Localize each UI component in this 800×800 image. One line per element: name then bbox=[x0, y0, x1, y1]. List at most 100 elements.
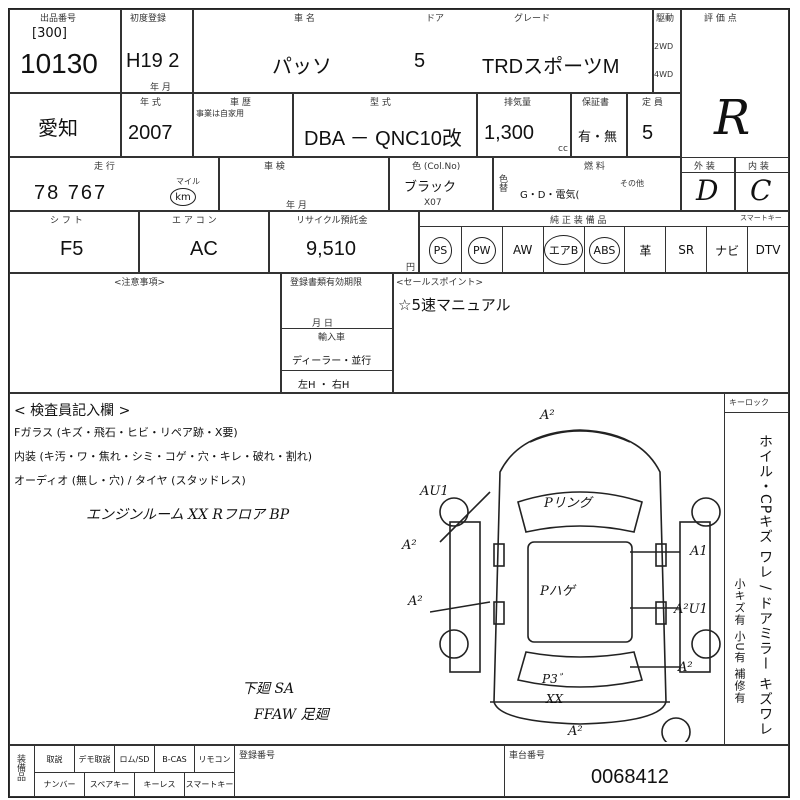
score-box: 評 価 点 R bbox=[681, 9, 789, 173]
equipment-item: 革 bbox=[624, 227, 665, 273]
smart-label: スマートキー bbox=[740, 214, 782, 222]
recycle: 9,510 bbox=[306, 238, 357, 260]
spare-wheel bbox=[661, 717, 691, 742]
model-year: 2007 bbox=[128, 122, 173, 144]
mileage-unit: km bbox=[170, 188, 196, 206]
footer-label: 装備品 bbox=[15, 754, 25, 781]
equipment-item: PW bbox=[460, 227, 502, 273]
sales-point: ☆5速マニュアル bbox=[398, 296, 511, 314]
int-label: 内 装 bbox=[748, 162, 769, 172]
right-mirror bbox=[655, 543, 667, 567]
capacity-label: 定 員 bbox=[642, 98, 663, 108]
footer-row-2: ナンバースペアキーキーレススマートキー bbox=[34, 772, 234, 796]
first-reg: H19 2 bbox=[126, 50, 180, 72]
mark-pring: Pリング bbox=[544, 496, 592, 511]
color-box: 色 (Col.No) ブラック X07 bbox=[389, 157, 493, 211]
equipment-item: AW bbox=[501, 227, 543, 273]
drive-box: 駆動 2WD 4WD bbox=[653, 9, 681, 93]
region-box: 愛知 bbox=[9, 93, 121, 157]
mileage-label: 走 行 bbox=[94, 162, 115, 172]
shift-label: シ フ ト bbox=[50, 216, 83, 226]
chassis-label: 車台番号 bbox=[509, 751, 546, 761]
footer-item: ナンバー bbox=[34, 772, 84, 796]
leader-a2-lowleft bbox=[430, 601, 491, 613]
equip-label: 純 正 装 備 品 bbox=[550, 216, 607, 226]
equipment-label: PW bbox=[468, 236, 496, 264]
equipment-item: DTV bbox=[747, 227, 788, 273]
footer-item: デモ取説 bbox=[74, 746, 114, 772]
interior-box: 内 装 C bbox=[735, 157, 789, 211]
year-box: 年 式 2007 bbox=[121, 93, 193, 157]
equipment-label: DTV bbox=[755, 243, 781, 257]
displacement: 1,300 bbox=[484, 122, 535, 144]
right-side bbox=[679, 521, 711, 673]
equipment-label: エアB bbox=[543, 235, 584, 265]
shaken-ym: 年 月 bbox=[286, 201, 307, 211]
hand-note-2: 下廻 SA bbox=[242, 681, 295, 697]
int-grade: C bbox=[750, 174, 772, 207]
expiry-ym: 月 日 bbox=[312, 319, 333, 329]
mark-p3: P3ﾞ bbox=[542, 672, 564, 686]
car-diagram bbox=[430, 429, 721, 742]
auction-sheet: 出品番号 [300] 10130 初度登録 H19 2 年 月 車 名 ドア グ… bbox=[8, 8, 790, 798]
grade-label: グレード bbox=[514, 14, 551, 24]
mark-a1-right: A1 bbox=[690, 544, 708, 559]
shaken-box: 車 検 年 月 bbox=[219, 157, 389, 211]
keylock: キーロック bbox=[729, 398, 769, 407]
fuel-label: 燃 料 bbox=[584, 162, 605, 172]
lot-label: 出品番号 bbox=[40, 14, 77, 24]
rear-glass bbox=[516, 651, 644, 688]
footer-item: B-CAS bbox=[154, 746, 194, 772]
caution-box: <注意事項> bbox=[9, 273, 281, 393]
name-box: 車 名 ドア グレード パッソ 5 TRDスポーツM bbox=[193, 9, 653, 93]
footer-item: 取説 bbox=[34, 746, 74, 772]
color: ブラック bbox=[404, 180, 457, 195]
type-box: 型 式 DBA － QNC10改 bbox=[293, 93, 477, 157]
hand-note-1: エンジンルーム XX Rフロア BP bbox=[86, 507, 290, 523]
ext-label: 外 装 bbox=[694, 162, 715, 172]
score: R bbox=[714, 90, 751, 146]
left-side bbox=[449, 521, 481, 673]
equipment-item: SR bbox=[665, 227, 706, 273]
grade: TRDスポーツM bbox=[482, 56, 620, 78]
equipment-label: ナビ bbox=[715, 243, 740, 258]
wheel-fr bbox=[691, 497, 721, 527]
type-label: 型 式 bbox=[370, 98, 391, 108]
color-change: 色替 bbox=[497, 174, 507, 192]
fuel-box: 色替 燃 料 G・D・電気( その他 bbox=[493, 157, 681, 211]
yen-unit: 円 bbox=[406, 263, 416, 273]
drive-2wd: 2WD bbox=[654, 42, 674, 51]
recycle-box: リサイクル預託金 9,510 円 bbox=[269, 211, 419, 273]
equipment-label: 革 bbox=[639, 243, 652, 258]
color-label: 色 (Col.No) bbox=[412, 162, 461, 172]
equipment-label: PS bbox=[428, 236, 453, 264]
warranty-label: 保証書 bbox=[582, 98, 610, 108]
name-label: 車 名 bbox=[294, 14, 315, 24]
lot-box: 出品番号 [300] 10130 bbox=[9, 9, 121, 93]
model-year-label: 年 式 bbox=[140, 98, 161, 108]
equipment-item: ナビ bbox=[706, 227, 747, 273]
left-door-handle bbox=[493, 601, 505, 625]
cc-unit: cc bbox=[558, 144, 568, 154]
import-box: 登録書類有効期限 月 日 輸入車 ディーラー・並行 左H ・ 右H bbox=[281, 273, 393, 393]
warranty: 有・無 bbox=[578, 130, 618, 145]
equipment-label: ABS bbox=[588, 236, 621, 264]
ac-box: エ ア コ ン AC bbox=[139, 211, 269, 273]
leader-a2-left bbox=[439, 491, 491, 543]
mileage: 78 767 bbox=[34, 182, 108, 204]
top-mark: [300] bbox=[32, 26, 67, 41]
wheel-rl bbox=[439, 629, 469, 659]
fuel-other: その他 bbox=[620, 179, 644, 188]
sales-label: <セールスポイント> bbox=[396, 278, 484, 288]
history-box: 車 歴 事業は自家用 bbox=[193, 93, 293, 157]
mark-a2-bottom: A² bbox=[568, 724, 583, 739]
right-door-handle bbox=[655, 601, 667, 625]
history-label: 車 歴 bbox=[230, 98, 251, 108]
sales-box: <セールスポイント> ☆5速マニュアル bbox=[393, 273, 789, 393]
color-code: X07 bbox=[424, 198, 442, 208]
mark-xx: XX bbox=[546, 692, 564, 706]
